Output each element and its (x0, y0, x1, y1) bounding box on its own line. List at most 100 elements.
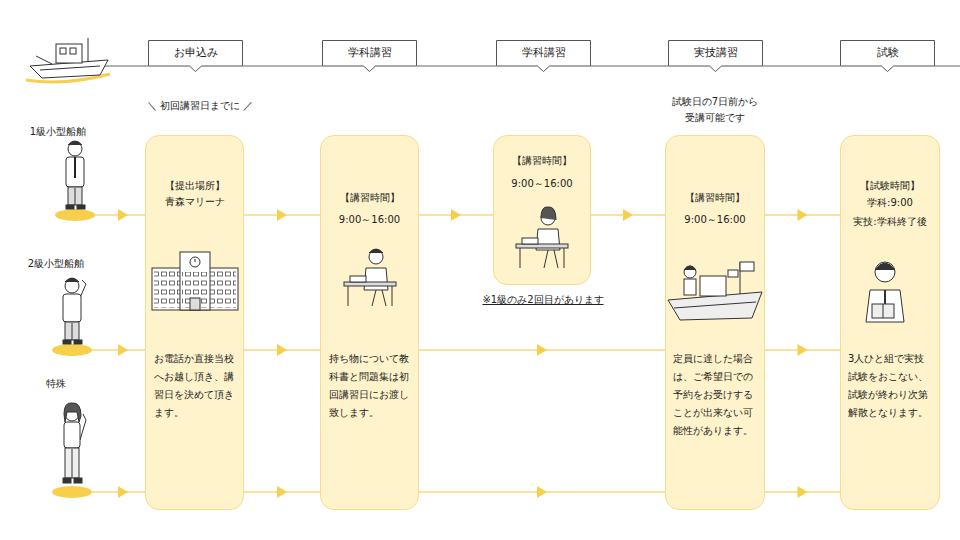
connector-line (417, 66, 496, 67)
desk-student-part (536, 229, 560, 250)
person-figure-part (74, 157, 76, 178)
step-tab: お申込み (148, 40, 243, 72)
entry-arrow-part (118, 486, 128, 498)
person-figure-part (65, 322, 79, 340)
box-detail: 9:00～16:00 (321, 212, 418, 228)
entry-arrow-part (118, 344, 128, 356)
person-figure-part (79, 280, 86, 300)
person-ground (52, 209, 95, 498)
school-building (152, 252, 238, 310)
connector-line (419, 214, 493, 216)
header-line-part (935, 66, 960, 67)
person-figure (66, 141, 85, 209)
box-detail: 9:00～16:00 (494, 176, 590, 192)
box-heading: 試験 (840, 45, 935, 61)
entry-arrow-part (118, 209, 128, 221)
course-label: 1級小型船舶 (22, 124, 94, 140)
person-figure-part (72, 323, 73, 340)
box-heading: 学科講習 (322, 45, 417, 61)
box-heading: 【講習時間】 (494, 153, 590, 169)
box-detail: 9:00～16:00 (666, 212, 764, 228)
arrow-head (277, 344, 287, 356)
box-heading: 【提出場所】 (146, 178, 243, 194)
tab-shape (669, 41, 763, 72)
person-figure (63, 278, 86, 344)
boat-illustration-part (40, 66, 100, 70)
person-figure-part (66, 157, 84, 187)
desk-student-part (544, 250, 548, 268)
entry-arrow (118, 209, 128, 498)
person-ground-part (55, 209, 95, 221)
desk-student (516, 207, 568, 268)
desk-student-part (344, 282, 396, 286)
connector-line (591, 66, 668, 67)
desk-student (344, 249, 396, 306)
desk-student-part (541, 207, 556, 220)
arrow-head (798, 344, 808, 356)
box-heading: お申込み (148, 45, 243, 61)
note-label: ＼ 初回講習日までに ／ (132, 98, 268, 114)
boat-illustration-part (36, 56, 52, 64)
examiner-figure-part (875, 262, 895, 282)
examiner-figure-part (884, 290, 886, 310)
step-box: 【提出場所】青森マリーナお電話か直接当校へお越し頂き、講習日を決めて頂きます。 (145, 135, 244, 510)
note-label: ※1級のみ2回目があります (466, 292, 620, 308)
desk-student-part (554, 250, 558, 268)
desk-student-part (522, 238, 538, 244)
person-figure-part (63, 294, 81, 322)
practice-boat-part (668, 292, 762, 320)
tab-shape (841, 41, 935, 72)
person-figure-part (63, 478, 71, 483)
desk-student-part (564, 248, 565, 268)
person-ground-part (52, 344, 92, 356)
flow-connector (419, 486, 665, 498)
header-connector (763, 66, 840, 67)
box-heading: 学科講習 (496, 45, 591, 61)
person-figure-part (63, 340, 71, 344)
arrow-head (798, 486, 808, 498)
practice-boat-part (740, 262, 741, 294)
practice-boat-part (684, 266, 696, 270)
desk-student-part (350, 276, 366, 282)
box-detail: 実技:学科終了後 (841, 214, 939, 230)
entry-line-part (72, 349, 145, 351)
arrow-head (537, 486, 547, 498)
flow-connector (244, 344, 320, 356)
person-figure-part (65, 279, 79, 293)
desk-student-part (516, 244, 568, 248)
desk-student-part (541, 211, 555, 225)
box-heading: 【試験時間】 (841, 178, 939, 194)
header-line-part (100, 66, 148, 67)
person-figure (63, 403, 86, 483)
school-building-part (154, 270, 236, 308)
person-figure-part (66, 205, 74, 209)
connector-line (244, 349, 320, 351)
flow-connector (419, 209, 493, 221)
box-body: 3人ひと組で実技試験をおこない、試験が終わり次第解散となります。 (848, 350, 932, 422)
school-building-part (190, 298, 200, 310)
practice-boat-part (684, 279, 696, 295)
connector-line (243, 66, 322, 67)
practice-boat-part (740, 262, 754, 271)
header-connector (417, 66, 496, 67)
entry-line-part (72, 491, 145, 493)
connector-line (765, 214, 840, 216)
desk-student-part (369, 249, 383, 253)
person-figure-part (65, 278, 79, 282)
connector-line (765, 349, 840, 351)
school-building-part (152, 268, 238, 310)
step-tab: 学科講習 (322, 40, 417, 72)
arrow-head (798, 209, 808, 221)
box-body: お電話か直接当校へお越し頂き、講習日を決めて頂きます。 (154, 350, 236, 422)
desk-student-part (392, 286, 393, 306)
person-figure-part (64, 403, 81, 422)
box-heading: 実技講習 (668, 45, 763, 61)
entry-line (72, 215, 145, 492)
boat-illustration-part (26, 74, 110, 82)
course-label: 特殊 (20, 376, 92, 392)
flow-connector (765, 344, 840, 356)
connector-line (244, 491, 320, 493)
flow-connector (765, 209, 840, 221)
